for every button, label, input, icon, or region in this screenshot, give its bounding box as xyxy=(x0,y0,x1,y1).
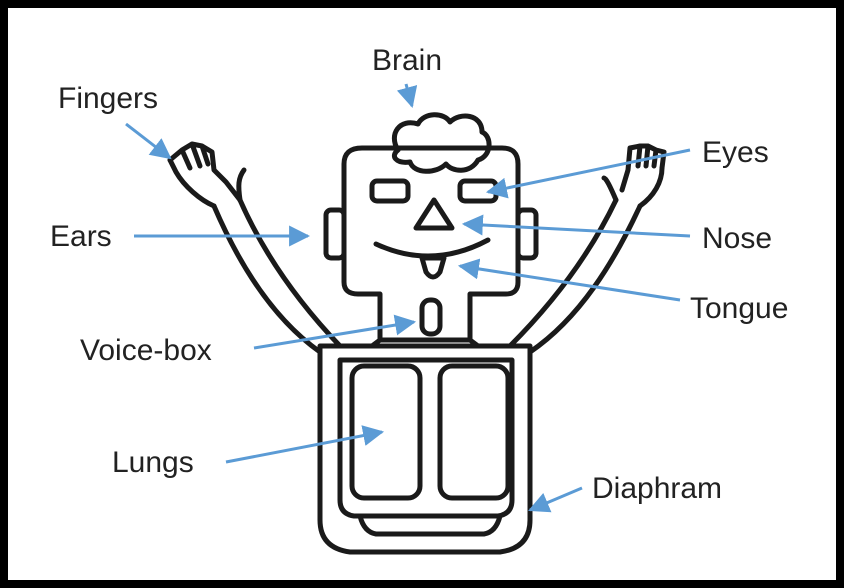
left-eye-shape xyxy=(372,181,408,201)
right-hand-shape xyxy=(604,168,662,206)
fingers-arrow xyxy=(126,124,170,158)
brain-shape xyxy=(394,115,489,172)
diaphragm-shape xyxy=(360,516,500,534)
brain-arrow xyxy=(406,84,412,106)
voice-box-label: Voice-box xyxy=(80,334,212,367)
right-ear-shape xyxy=(518,210,536,258)
lungs-arrow xyxy=(226,432,382,462)
diaphram-arrow xyxy=(530,488,582,510)
brain-label: Brain xyxy=(372,44,442,77)
body-inner-shape xyxy=(340,360,512,516)
mouth-shape xyxy=(376,240,488,256)
left-fingers-shape xyxy=(170,144,240,200)
lungs-label: Lungs xyxy=(112,446,194,479)
tongue-shape xyxy=(422,258,444,277)
left-arm-shape xyxy=(214,200,340,352)
head-shape xyxy=(344,148,518,340)
tongue-label: Tongue xyxy=(690,292,788,325)
nose-shape xyxy=(416,200,452,228)
robot-illustration xyxy=(170,115,664,552)
nose-label: Nose xyxy=(702,222,772,255)
nose-arrow xyxy=(464,224,690,236)
eyes-label: Eyes xyxy=(702,136,769,169)
left-ear-shape xyxy=(326,210,344,258)
fingers-label: Fingers xyxy=(58,82,158,115)
voice-box-shape xyxy=(422,300,440,334)
left-lung-shape xyxy=(352,366,420,498)
diaphram-label: Diaphram xyxy=(592,472,722,505)
right-lung-shape xyxy=(440,366,508,498)
left-hand-shape xyxy=(170,160,244,206)
ears-label: Ears xyxy=(50,220,112,253)
